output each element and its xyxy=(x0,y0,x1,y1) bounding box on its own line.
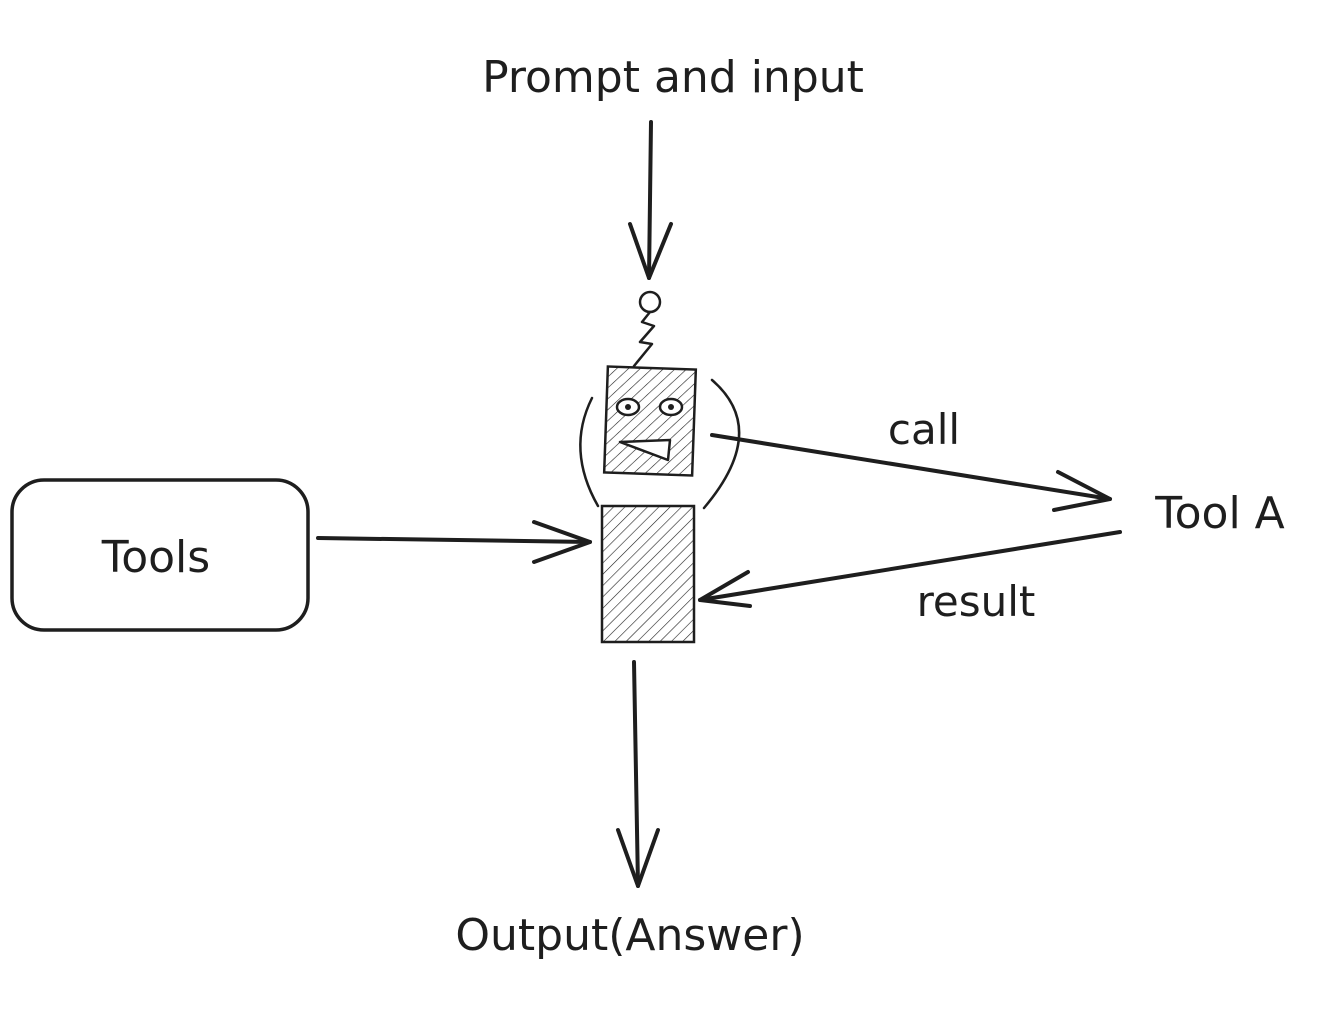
input-label: Prompt and input xyxy=(482,52,864,103)
tool-a-label: Tool A xyxy=(1154,488,1285,539)
call-label: call xyxy=(888,405,960,454)
result-arrow xyxy=(698,530,1122,608)
robot-body xyxy=(600,504,696,644)
tools-label: Tools xyxy=(101,532,210,583)
input-arrow xyxy=(628,120,673,280)
tools-box: Tools xyxy=(10,478,310,632)
tools-arrow xyxy=(316,520,592,564)
call-arrow xyxy=(710,433,1112,512)
result-label: result xyxy=(917,577,1036,626)
output-label: Output(Answer) xyxy=(455,910,804,961)
output-arrow xyxy=(616,660,660,888)
robot-head xyxy=(602,365,698,477)
robot-agent-icon xyxy=(579,290,741,644)
